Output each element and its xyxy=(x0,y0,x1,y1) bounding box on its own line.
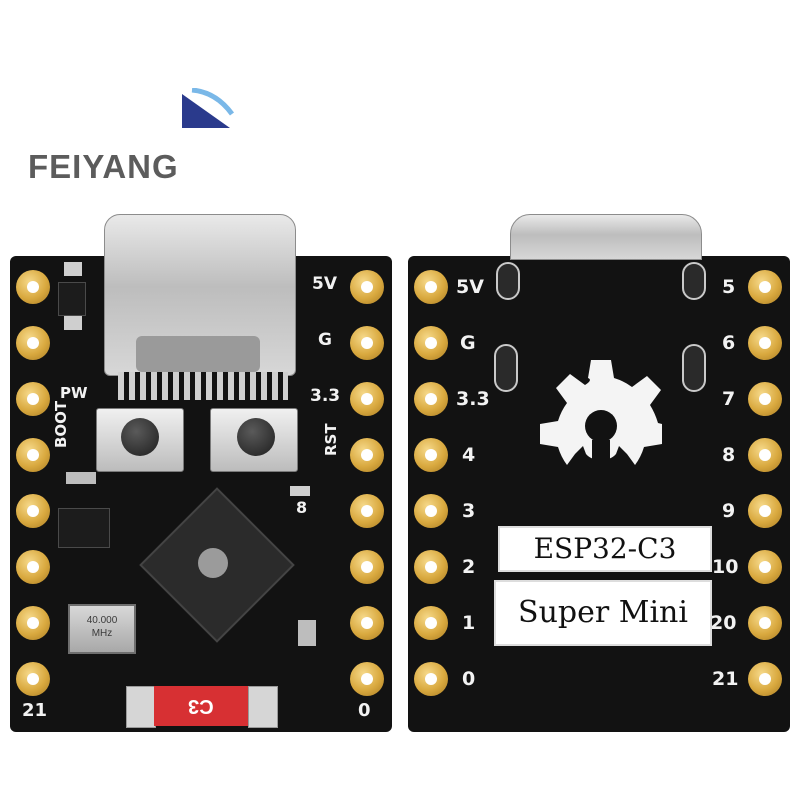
back-label-3v3: 3.3 xyxy=(456,388,490,410)
back-left-pad xyxy=(414,550,448,584)
back-left-pad xyxy=(414,438,448,472)
front-right-pad xyxy=(350,662,384,696)
front-label-0: 0 xyxy=(358,700,371,721)
front-right-pad xyxy=(350,494,384,528)
back-label-5v: 5V xyxy=(456,276,484,298)
front-left-pad xyxy=(16,606,50,640)
usb-pin-row xyxy=(118,372,288,400)
espressif-logo-icon xyxy=(198,548,228,578)
back-left-pad xyxy=(414,326,448,360)
boot-button-cap[interactable] xyxy=(121,418,159,456)
usb-c-port-shadow xyxy=(136,336,260,372)
back-right-pad xyxy=(748,662,782,696)
brand-name: FEIYANG xyxy=(28,148,179,185)
antenna-label: C3 xyxy=(188,695,214,717)
front-left-pad xyxy=(16,438,50,472)
front-label-rst: RST xyxy=(322,423,340,456)
back-right-pad xyxy=(748,382,782,416)
smd-part-silver xyxy=(64,262,82,276)
back-label-7: 7 xyxy=(722,388,736,410)
front-label-pw: PW xyxy=(60,384,88,402)
back-label-5: 5 xyxy=(722,276,736,298)
front-label-21: 21 xyxy=(22,700,48,721)
back-board xyxy=(408,256,790,732)
back-label-20: 20 xyxy=(710,612,737,634)
antenna-end xyxy=(126,686,156,728)
reset-button-cap[interactable] xyxy=(237,418,275,456)
front-left-pad xyxy=(16,382,50,416)
antenna-end xyxy=(248,686,278,728)
back-label-2: 2 xyxy=(462,556,476,578)
smd-part-silver xyxy=(298,620,316,646)
front-right-pad xyxy=(350,438,384,472)
ceramic-antenna: C3 xyxy=(154,686,248,726)
back-label-9: 9 xyxy=(722,500,736,522)
front-left-pad xyxy=(16,550,50,584)
board-name-label: Super Mini xyxy=(494,580,712,646)
front-left-pad xyxy=(16,662,50,696)
back-right-pad xyxy=(748,494,782,528)
crystal-oscillator: 40.000 MHz xyxy=(68,604,136,654)
usb-mount-slot xyxy=(496,262,520,300)
usb-mount-slot xyxy=(682,344,706,392)
smd-part-silver xyxy=(290,486,310,496)
front-left-pad xyxy=(16,494,50,528)
front-right-pad xyxy=(350,606,384,640)
back-left-pad xyxy=(414,382,448,416)
crystal-unit: MHz xyxy=(91,628,113,639)
front-left-pad xyxy=(16,326,50,360)
front-label-5v: 5V xyxy=(312,274,337,294)
back-left-pad xyxy=(414,662,448,696)
back-right-pad xyxy=(748,326,782,360)
front-right-pad xyxy=(350,550,384,584)
back-label-0: 0 xyxy=(462,668,476,690)
back-right-pad xyxy=(748,270,782,304)
front-right-pad xyxy=(350,382,384,416)
voltage-regulator xyxy=(58,508,110,548)
back-label-10: 10 xyxy=(712,556,739,578)
back-label-21: 21 xyxy=(712,668,739,690)
usb-mount-slot xyxy=(494,344,518,392)
smd-diode xyxy=(58,282,86,316)
back-right-pad xyxy=(748,606,782,640)
usb-c-connector-back xyxy=(510,214,702,260)
front-left-pad xyxy=(16,270,50,304)
smd-part-silver xyxy=(66,472,96,484)
smd-part-silver xyxy=(64,316,82,330)
feiyang-logo-icon xyxy=(182,88,235,128)
back-label-8: 8 xyxy=(722,444,736,466)
chip-model-label: ESP32-C3 xyxy=(498,526,712,572)
front-label-3v3: 3.3 xyxy=(310,386,341,406)
open-hardware-gear-icon xyxy=(540,360,662,470)
front-right-pad xyxy=(350,326,384,360)
front-label-8: 8 xyxy=(296,498,308,517)
front-label-boot: BOOT xyxy=(52,400,70,448)
back-right-pad xyxy=(748,550,782,584)
back-left-pad xyxy=(414,606,448,640)
front-label-g: G xyxy=(318,330,332,350)
back-label-g: G xyxy=(460,332,476,354)
back-left-pad xyxy=(414,270,448,304)
back-label-1: 1 xyxy=(462,612,476,634)
back-label-3: 3 xyxy=(462,500,476,522)
usb-mount-slot xyxy=(682,262,706,300)
back-left-pad xyxy=(414,494,448,528)
crystal-freq: 40.000 xyxy=(86,615,118,626)
front-right-pad xyxy=(350,270,384,304)
back-label-4: 4 xyxy=(462,444,476,466)
back-right-pad xyxy=(748,438,782,472)
back-label-6: 6 xyxy=(722,332,736,354)
